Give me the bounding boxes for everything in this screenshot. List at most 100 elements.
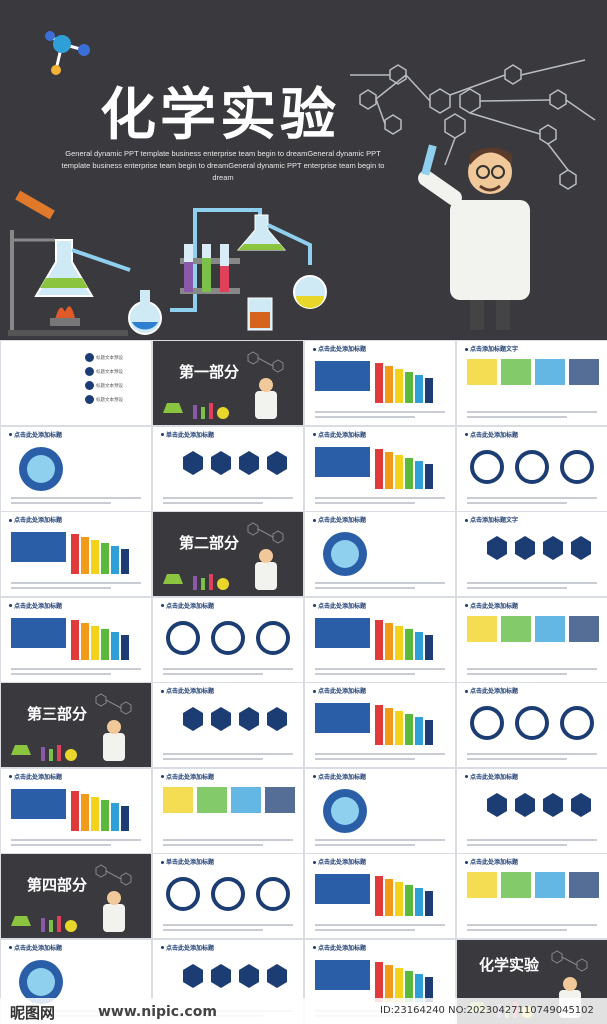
slide-graphic [467,706,597,760]
slide-thumbnail[interactable]: 点击此处添加标题 [1,426,151,511]
slide-graphic [467,792,597,846]
slide-graphic [467,536,597,589]
slide-thumbnail[interactable]: 点击此处添加标题 [1,768,151,853]
slide-thumbnail[interactable]: 点击此处添加标题 [1,597,151,682]
section-title: 化学实验 [479,955,540,974]
watermark-url: www.nipic.com [98,1004,217,1020]
slide-thumbnail[interactable]: 第一部分 [153,341,303,425]
slide-thumbnail[interactable]: 点击添加标题文字 [457,341,607,425]
slide-heading: 点击此处添加标题 [313,344,366,353]
slide-thumbnail[interactable]: 点击此处添加标题 [153,768,303,853]
slide-heading: 点击此处添加标题 [161,943,214,952]
toc-bullet-icon [85,367,94,376]
slide-graphic [163,707,293,760]
slide-heading: 点击添加标题文字 [465,515,518,524]
slide-heading: 点击此处添加标题 [161,772,214,781]
slide-heading: 点击此处添加标题 [313,772,366,781]
section-illustration [163,522,284,590]
section-illustration [11,864,132,932]
watermark-id: ID:23164240 NO:20230427110749045102 [380,1005,594,1016]
slide-heading: 点击此处添加标题 [9,943,62,952]
slide-heading: 点击此处添加标题 [9,772,62,781]
slide-heading: 点击此处添加标题 [465,686,518,695]
toc-bullet-icon [85,381,94,390]
hexagon-network [350,59,596,190]
cover-illustration [8,31,596,336]
slide-thumbnail[interactable]: 点击此处添加标题 [153,597,303,682]
slide-heading: 点击此处添加标题 [9,601,62,610]
slide-thumbnail[interactable]: 单击此处添加标题 [153,426,303,511]
slide-thumbnail[interactable]: 点击此处添加标题 [305,768,455,853]
slide-heading: 点击此处添加标题 [9,430,62,439]
slide-graphic [163,450,293,504]
toc-item-label: 标题文本预设 [96,383,123,388]
slide-thumbnail[interactable]: 第三部分 [1,683,151,767]
slide-graphic [315,617,445,675]
slide-thumbnail[interactable]: 单击此处添加标题 [153,854,303,938]
slide-thumbnail[interactable]: 点击此处添加标题 [457,426,607,511]
slide-graphic [467,872,599,931]
slide-thumbnail[interactable]: 点击此处添加标题 [305,854,455,938]
slide-thumbnail[interactable]: 点击此处添加标题 [305,426,455,511]
slide-graphic [315,446,445,504]
section-title: 第三部分 [27,705,88,723]
section-title: 第二部分 [179,534,240,552]
slide-heading: 点击此处添加标题 [465,772,518,781]
slide-graphic [315,361,445,418]
slide-thumbnail[interactable]: 点击此处添加标题 [457,683,607,767]
slide-thumbnail[interactable]: 点击此处添加标题 [457,854,607,938]
slide-heading: 点击此处添加标题 [465,430,518,439]
slide-heading: 点击此处添加标题 [9,515,62,524]
slide-heading: 点击此处添加标题 [313,601,366,610]
slide-thumbnail[interactable]: 点击此处添加标题 [305,597,455,682]
slide-thumbnail-grid: 标题文本预设标题文本预设标题文本预设标题文本预设第一部分点击此处添加标题点击添加… [0,341,607,1024]
slide-thumbnail[interactable]: 点击添加标题文字 [457,512,607,596]
slide-thumbnail[interactable]: 点击此处添加标题 [305,512,455,596]
slide-thumbnail[interactable]: 点击此处添加标题 [1,512,151,596]
toc-item-label: 标题文本预设 [96,369,123,374]
slide-graphic [315,703,445,760]
slide-thumbnail[interactable]: 标题文本预设标题文本预设标题文本预设标题文本预设 [1,341,151,425]
section-illustration [11,693,132,761]
toc-bullet-icon [85,353,94,362]
slide-thumbnail[interactable]: 点击此处添加标题 [457,768,607,853]
toc-item-label: 标题文本预设 [96,355,123,360]
slide-graphic [11,446,141,504]
scientist-illustration [418,144,530,330]
slide-heading: 点击此处添加标题 [161,601,214,610]
slide-graphic [163,786,295,846]
cover-subtitle: General dynamic PPT template business en… [61,149,385,182]
slide-heading: 点击此处添加标题 [465,601,518,610]
slide-heading: 点击此处添加标题 [313,686,366,695]
slide-graphic [315,959,445,1017]
slide-graphic [163,620,293,675]
section-title: 第一部分 [179,363,240,381]
slide-heading: 点击此处添加标题 [313,943,366,952]
slide-graphic [11,532,141,589]
cover-slide: 化学实验 General dynamic PPT template busine… [0,0,607,340]
slide-thumbnail[interactable]: 点击此处添加标题 [457,597,607,682]
slide-graphic [467,359,599,418]
slide-graphic [315,788,445,846]
slide-graphic [467,615,599,675]
slide-heading: 点击此处添加标题 [313,515,366,524]
slide-thumbnail[interactable]: 点击此处添加标题 [305,683,455,767]
molecule-icon [45,31,90,75]
slide-thumbnail[interactable]: 第四部分 [1,854,151,938]
slide-heading: 点击添加标题文字 [465,344,518,353]
slide-heading: 单击此处添加标题 [161,857,214,866]
section-illustration [163,351,284,419]
slide-thumbnail[interactable]: 点击此处添加标题 [153,683,303,767]
slide-heading: 点击此处添加标题 [313,430,366,439]
slide-graphic [315,532,445,589]
cover-title: 化学实验 [100,83,340,148]
slide-thumbnail[interactable]: 点击此处添加标题 [305,341,455,425]
watermark-bar: 昵图网 www.nipic.com ID:23164240 NO:2023042… [0,998,607,1024]
slide-graphic [315,874,445,931]
slide-graphic [11,617,141,675]
toc-bullet-icon [85,395,94,404]
slide-thumbnail[interactable]: 第二部分 [153,512,303,596]
toc-item-label: 标题文本预设 [96,397,123,402]
slide-graphic [163,877,293,931]
slide-heading: 点击此处添加标题 [465,857,518,866]
